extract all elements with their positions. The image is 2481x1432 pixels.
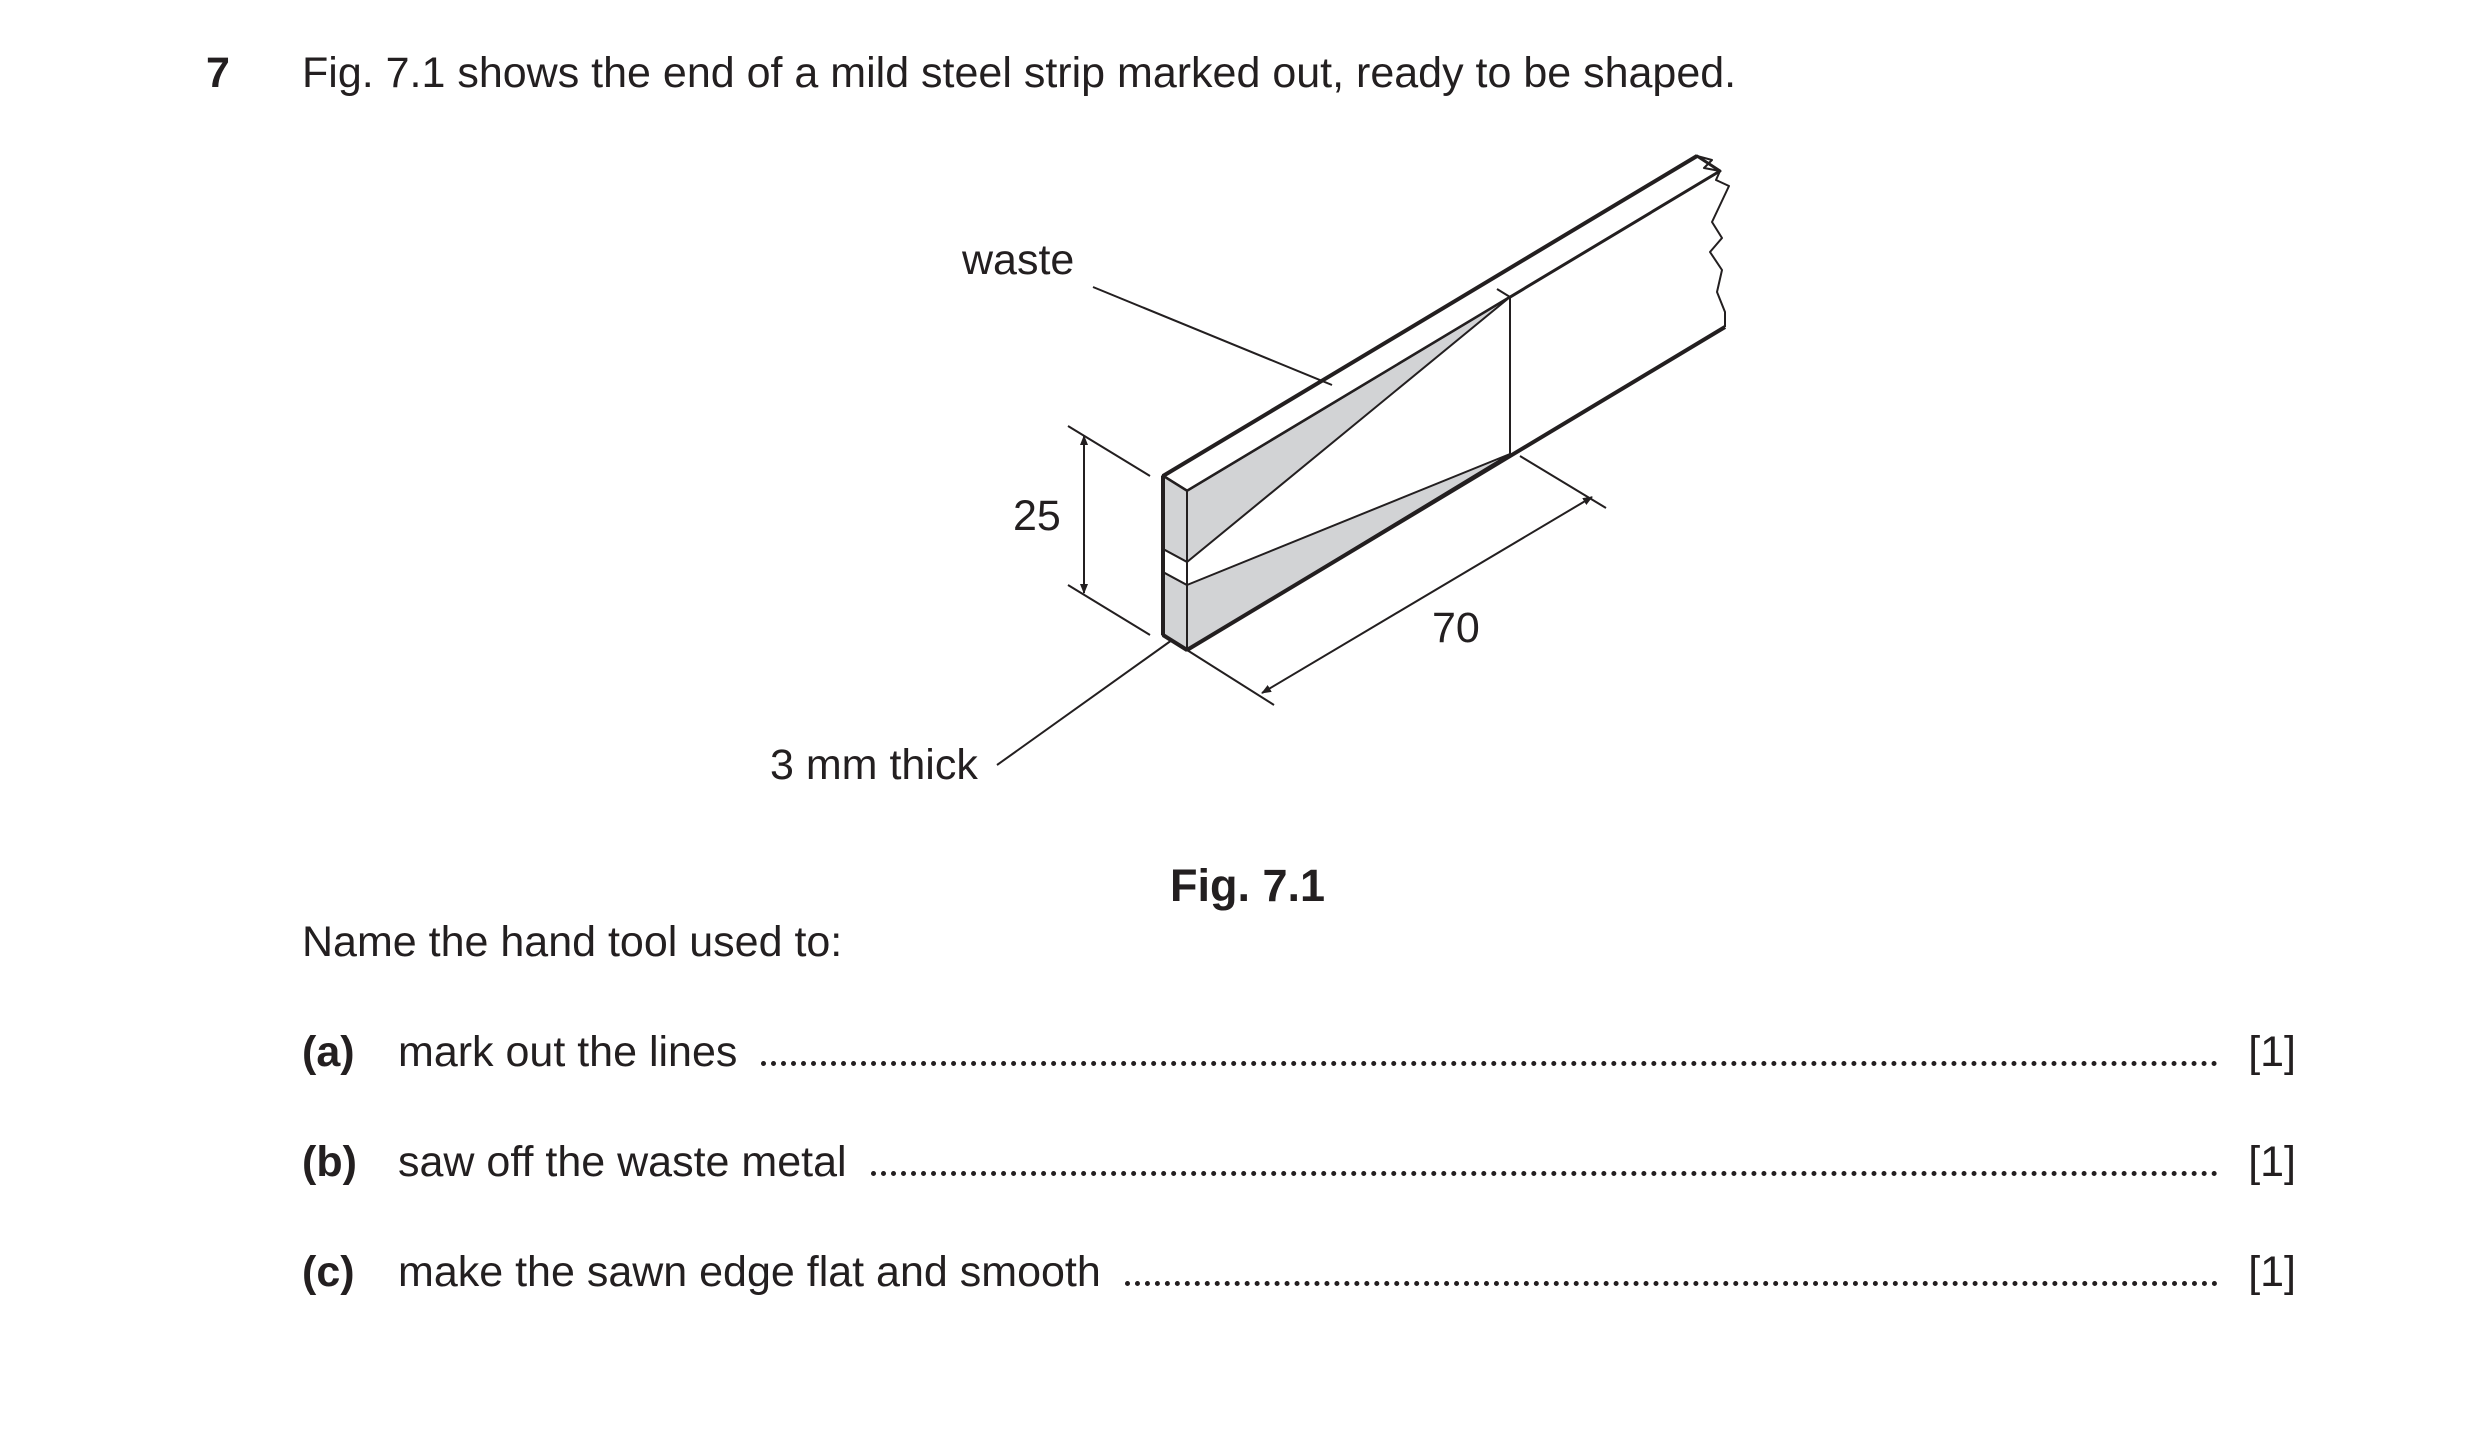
waste-label: waste bbox=[961, 236, 1074, 284]
part-a-marks: [1] bbox=[2248, 1028, 2296, 1076]
part-c-answer-line[interactable] bbox=[1124, 1277, 2219, 1286]
dim-25-ext-top bbox=[1067, 425, 1151, 477]
part-b-answer-line[interactable] bbox=[870, 1167, 2219, 1176]
part-a-letter: (a) bbox=[302, 1028, 355, 1076]
part-c-text: make the sawn edge flat and smooth bbox=[398, 1248, 1101, 1296]
part-b: (b) saw off the waste metal [1] bbox=[302, 1134, 2296, 1190]
strip-end-bottom bbox=[1161, 633, 1189, 652]
part-c-marks: [1] bbox=[2248, 1248, 2296, 1296]
marking-line-top bbox=[1496, 288, 1511, 298]
part-b-marks: [1] bbox=[2248, 1138, 2296, 1186]
part-c: (c) make the sawn edge flat and smooth [… bbox=[302, 1244, 2296, 1300]
waste-end-upper bbox=[1162, 474, 1188, 564]
dim-70-line bbox=[1261, 496, 1593, 694]
part-a-text: mark out the lines bbox=[398, 1028, 738, 1076]
figure-caption: Fig. 7.1 bbox=[1170, 860, 1326, 911]
part-b-letter: (b) bbox=[302, 1138, 357, 1186]
dim-70-ext-right bbox=[1519, 455, 1607, 509]
part-b-text: saw off the waste metal bbox=[398, 1138, 847, 1186]
dim-25-label: 25 bbox=[1013, 492, 1061, 540]
question-stem: Fig. 7.1 shows the end of a mild steel s… bbox=[302, 49, 1737, 97]
question-number: 7 bbox=[206, 49, 230, 97]
dim-70-label: 70 bbox=[1432, 604, 1480, 652]
part-a-answer-line[interactable] bbox=[761, 1057, 2219, 1066]
thickness-label: 3 mm thick bbox=[770, 741, 978, 789]
dim-70-ext-left bbox=[1186, 649, 1275, 706]
instruction-text: Name the hand tool used to: bbox=[302, 918, 843, 966]
strip-top-edge bbox=[1161, 154, 1699, 478]
thickness-leader bbox=[996, 639, 1173, 766]
waste-leader bbox=[1092, 286, 1333, 386]
strip-break-line bbox=[1696, 155, 1730, 327]
dim-25-ext-bottom bbox=[1067, 584, 1151, 636]
part-a: (a) mark out the lines [1] bbox=[302, 1024, 2296, 1080]
strip-top-back-edge bbox=[1186, 170, 1721, 492]
part-c-letter: (c) bbox=[302, 1248, 355, 1296]
